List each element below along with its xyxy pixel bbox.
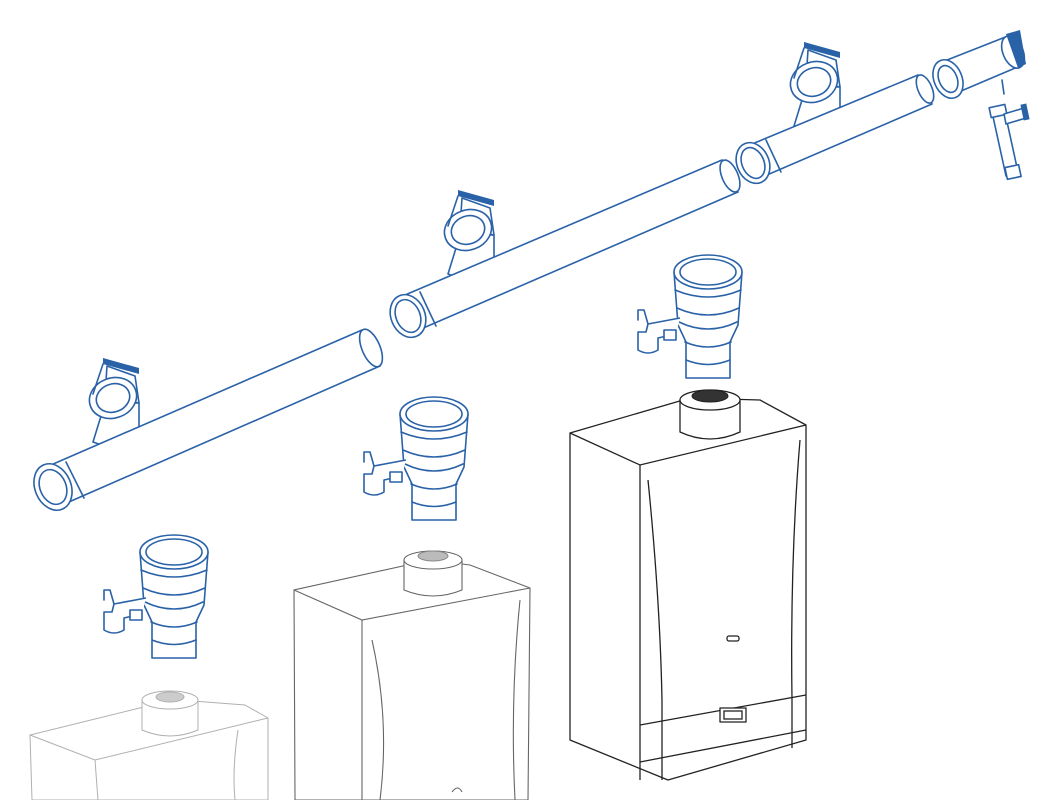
boiler-flue-adapter-left [103, 534, 209, 659]
collector-pipe-segment-3 [735, 41, 935, 185]
collector-pipe-segment-1 [33, 328, 384, 511]
wall-hung-boiler-front [569, 389, 807, 781]
boiler-flue-adapter-middle [363, 396, 469, 521]
wall-hung-boiler-middle [293, 550, 531, 800]
collector-pipe-segment-2 [389, 159, 741, 339]
boiler-flue-adapter-right [637, 254, 743, 379]
wall-hung-boiler-back [29, 690, 269, 800]
end-cap-with-condensate-trap [932, 30, 1030, 181]
